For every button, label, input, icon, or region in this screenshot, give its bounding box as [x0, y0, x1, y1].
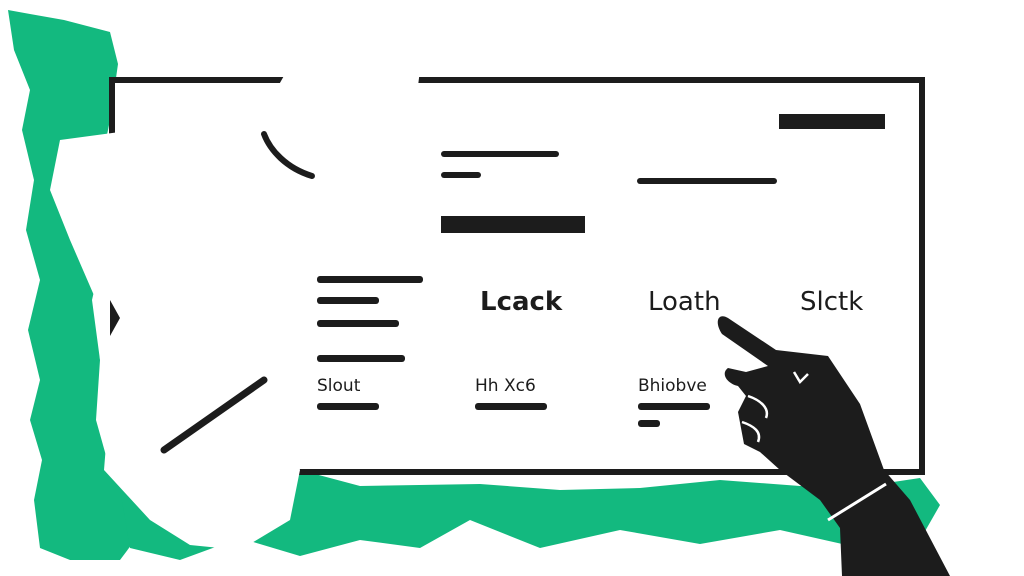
list-line-4 [317, 355, 405, 362]
green-splash-bottom [118, 470, 940, 560]
knuckle-mark [792, 371, 809, 385]
header-line-1 [441, 151, 559, 157]
hand-cuff-line [827, 482, 887, 522]
bottom-line-1 [317, 403, 379, 410]
paper-curl-stroke [261, 131, 315, 179]
label-bottom-3: Bhiobve [638, 376, 707, 396]
header-bar-top-right [779, 114, 885, 129]
hand-silhouette [717, 316, 950, 576]
list-line-1 [317, 276, 423, 283]
overlay-paper [50, 60, 420, 550]
list-line-2 [317, 297, 379, 304]
diagonal-strip [160, 376, 268, 454]
header-line-3 [637, 178, 777, 184]
bottom-line-2 [475, 403, 547, 410]
frame-notch [110, 300, 120, 336]
green-paint-splash [8, 10, 940, 560]
finger-crease-2 [741, 420, 761, 443]
finger-crease-1 [747, 394, 769, 419]
bottom-line-4 [638, 420, 660, 427]
bottom-line-3 [638, 403, 710, 410]
header-bar-thick [441, 216, 585, 233]
label-top-3: Slctk [800, 287, 864, 317]
green-splash-left [8, 10, 150, 560]
label-bottom-1: Slout [317, 376, 361, 396]
label-bottom-2: Hh Xc6 [475, 376, 536, 396]
header-line-2 [441, 172, 481, 178]
label-top-1: Lcack [480, 287, 563, 317]
label-top-2: Loath [648, 287, 721, 317]
list-line-3 [317, 320, 399, 327]
